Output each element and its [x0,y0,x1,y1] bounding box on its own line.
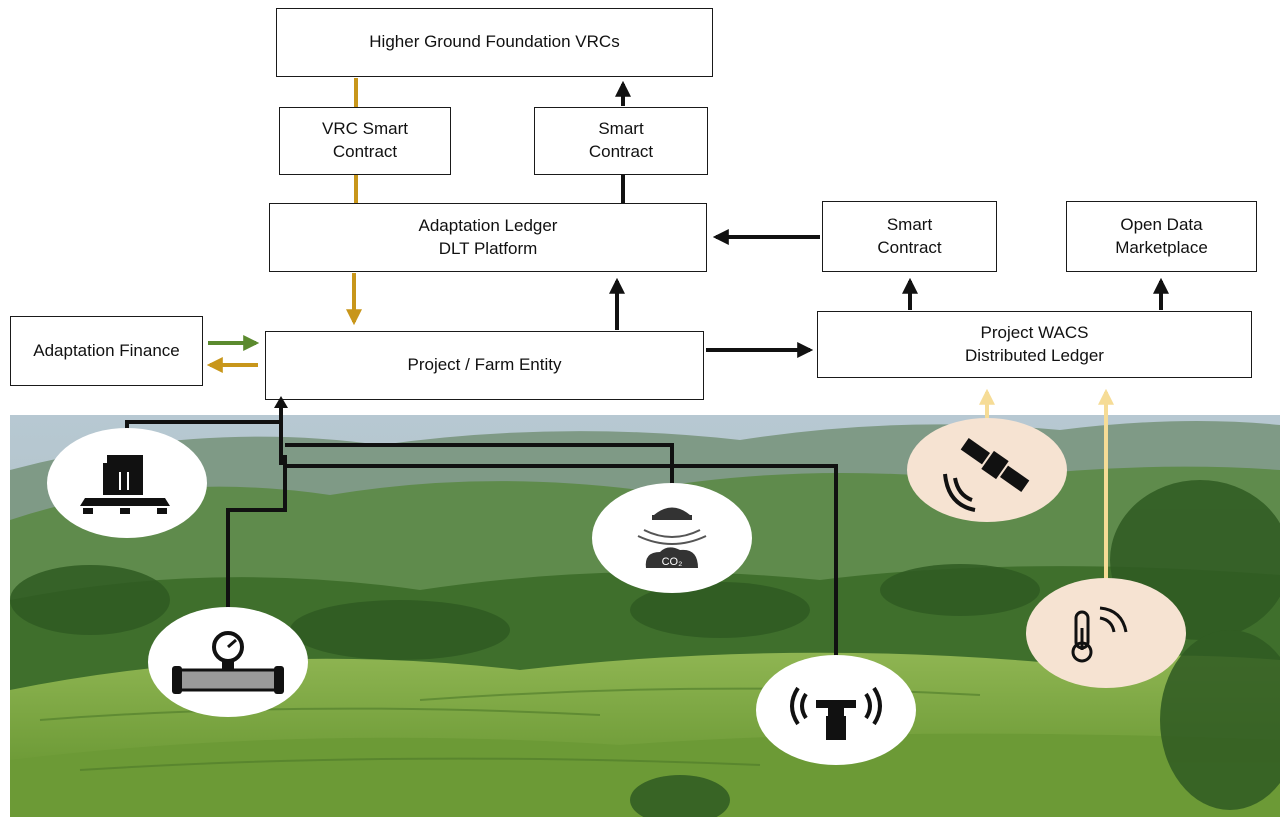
smart-contract-right-line-1: Smart [886,214,933,234]
vrc-smart-contract-line-1: VRC Smart [322,119,408,139]
open-data-line-1: Open Data [1120,214,1203,234]
smart-contract-right-node: Smart Contract [822,201,997,272]
co2-sensor-icon: CO₂ [592,483,752,593]
adaptation-finance-node: Adaptation Finance [10,316,203,386]
adaptation-finance-label: Adaptation Finance [33,340,180,360]
svg-text:CO₂: CO₂ [662,556,683,568]
project-farm-entity-node: Project / Farm Entity [265,331,704,400]
sensor-bus-arrowhead [274,396,288,408]
project-wacs-ledger-node: Project WACS Distributed Ledger [817,311,1252,378]
adaptation-ledger-node: Adaptation Ledger DLT Platform [269,203,707,272]
higher-ground-label: Higher Ground Foundation VRCs [369,32,620,52]
project-farm-label: Project / Farm Entity [407,355,562,375]
smart-contract-top-node: Smart Contract [534,107,708,175]
higher-ground-foundation-node: Higher Ground Foundation VRCs [276,8,713,77]
vrc-smart-contract-line-2: Contract [332,142,398,161]
flow-meter-icon [148,607,308,717]
project-wacs-line-2: Distributed Ledger [965,345,1104,365]
thermometer-signal-icon [1026,578,1186,688]
smart-contract-top-line-1: Smart [598,119,644,139]
smart-contract-top-line-2: Contract [588,142,654,161]
open-data-marketplace-node: Open Data Marketplace [1066,201,1257,272]
open-data-line-2: Marketplace [1115,237,1208,257]
satellite-icon [907,418,1067,522]
pallet-boxes-icon [47,428,207,538]
project-wacs-line-1: Project WACS [980,322,1089,342]
smart-contract-right-line-2: Contract [877,237,942,257]
adaptation-ledger-line-1: Adaptation Ledger [418,215,558,235]
adaptation-ledger-line-2: DLT Platform [438,238,538,258]
vrc-smart-contract-node: VRC Smart Contract [279,107,451,175]
wireless-sensor-icon [756,655,916,765]
